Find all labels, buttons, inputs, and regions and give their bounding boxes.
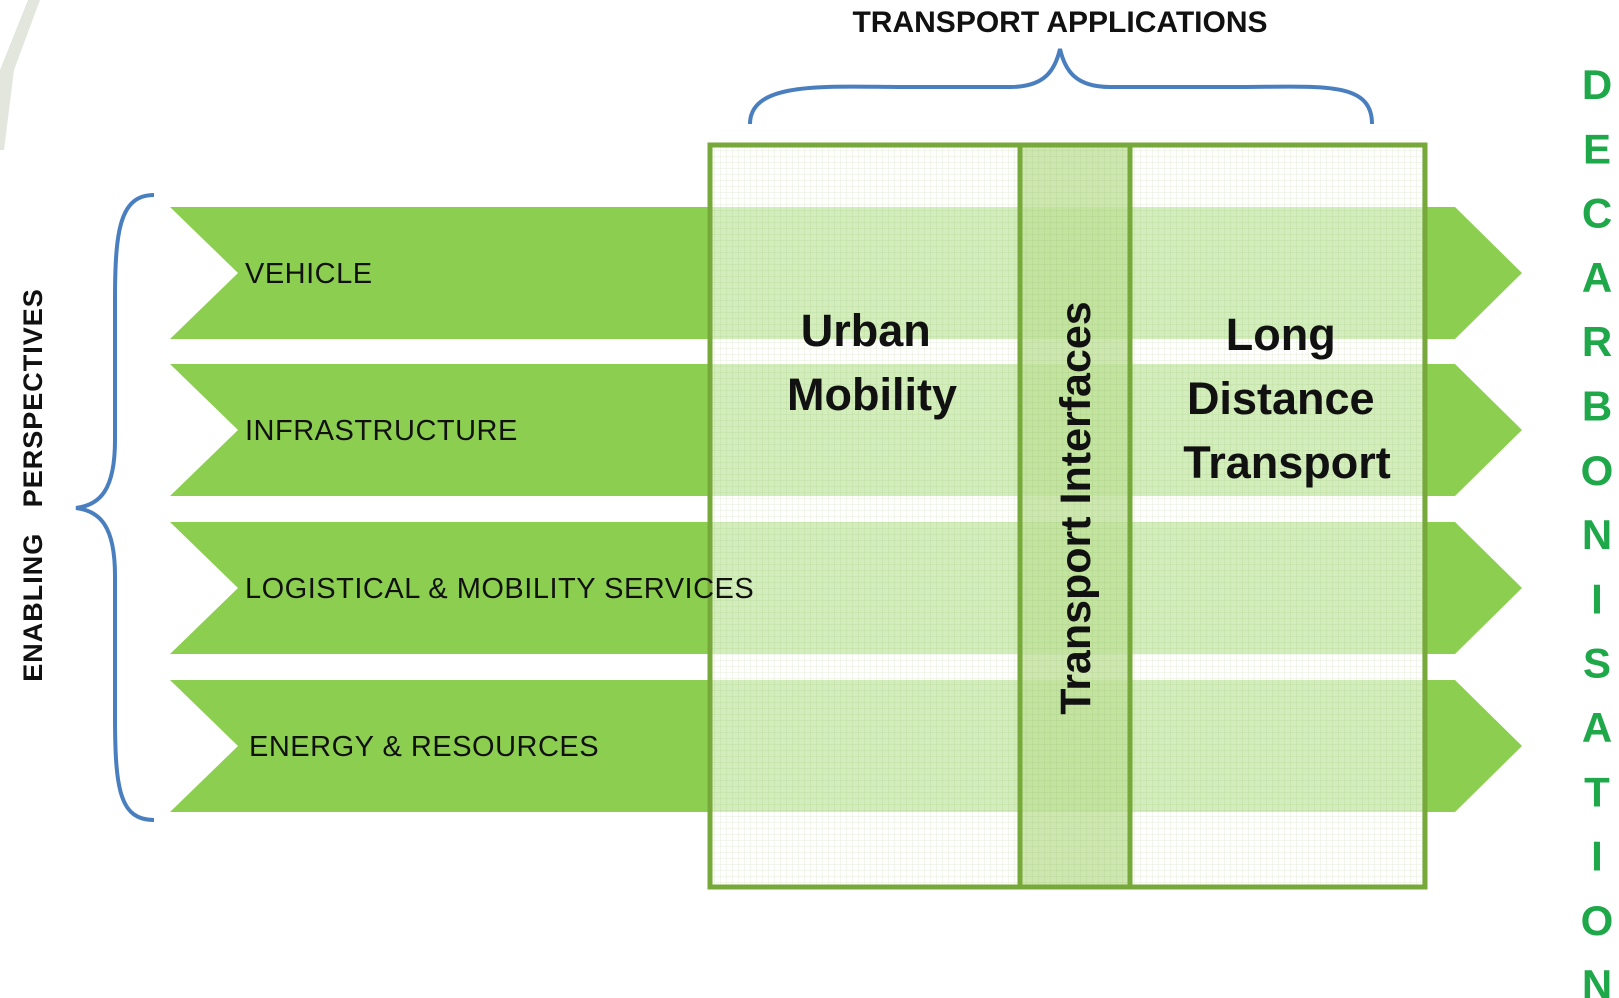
corner-decoration xyxy=(0,0,40,150)
panel-grid-texture xyxy=(710,145,1425,887)
decarbonisation-letter: N xyxy=(1582,961,1612,998)
label-vehicle: VEHICLE xyxy=(245,258,373,290)
transport-applications-brace xyxy=(748,48,1374,125)
urban-mobility-line-2: Mobility xyxy=(787,369,957,420)
long-distance-line-1: Long xyxy=(1226,309,1336,360)
urban-mobility-label: Urban Mobility xyxy=(787,305,957,420)
decarbonisation-letter: A xyxy=(1582,704,1612,751)
decarbonisation-letter: O xyxy=(1581,897,1614,944)
decarbonisation-letter: S xyxy=(1583,640,1611,687)
long-distance-line-2: Distance xyxy=(1187,373,1375,424)
panel-border xyxy=(707,142,1428,890)
urban-mobility-line-1: Urban xyxy=(801,305,931,356)
decarbonisation-letter: A xyxy=(1582,254,1612,301)
decarbonisation-letter: I xyxy=(1591,575,1603,622)
transport-applications-title: TRANSPORT APPLICATIONS xyxy=(852,6,1267,39)
decarbonisation-letter: T xyxy=(1584,768,1610,815)
decarbonisation-letter: I xyxy=(1591,833,1603,880)
applications-panel xyxy=(707,142,1428,890)
decarbonisation-letter: R xyxy=(1582,318,1612,365)
decarbonisation-letter: D xyxy=(1582,61,1612,108)
decarbonisation-letter: C xyxy=(1582,190,1612,237)
label-logistical-mobility-services: LOGISTICAL & MOBILITY SERVICES xyxy=(245,573,754,605)
decarbonisation-letter: B xyxy=(1582,383,1612,430)
transport-interfaces-label: Transport Interfaces xyxy=(1052,301,1100,714)
long-distance-transport-label: Long Distance Transport xyxy=(1183,309,1391,488)
perspective-labels: VEHICLE INFRASTRUCTURE LOGISTICAL & MOBI… xyxy=(245,258,754,763)
long-distance-line-3: Transport xyxy=(1183,437,1391,488)
decarbonisation-letter: O xyxy=(1581,447,1614,494)
label-infrastructure: INFRASTRUCTURE xyxy=(245,415,518,447)
enabling-perspectives-brace xyxy=(75,193,155,822)
decarbonisation-letter: E xyxy=(1583,125,1611,172)
label-energy-resources: ENERGY & RESOURCES xyxy=(249,731,599,763)
decarbonisation-letter: N xyxy=(1582,511,1612,558)
enabling-perspectives-title: ENABLING PERSPECTIVES xyxy=(18,288,48,682)
